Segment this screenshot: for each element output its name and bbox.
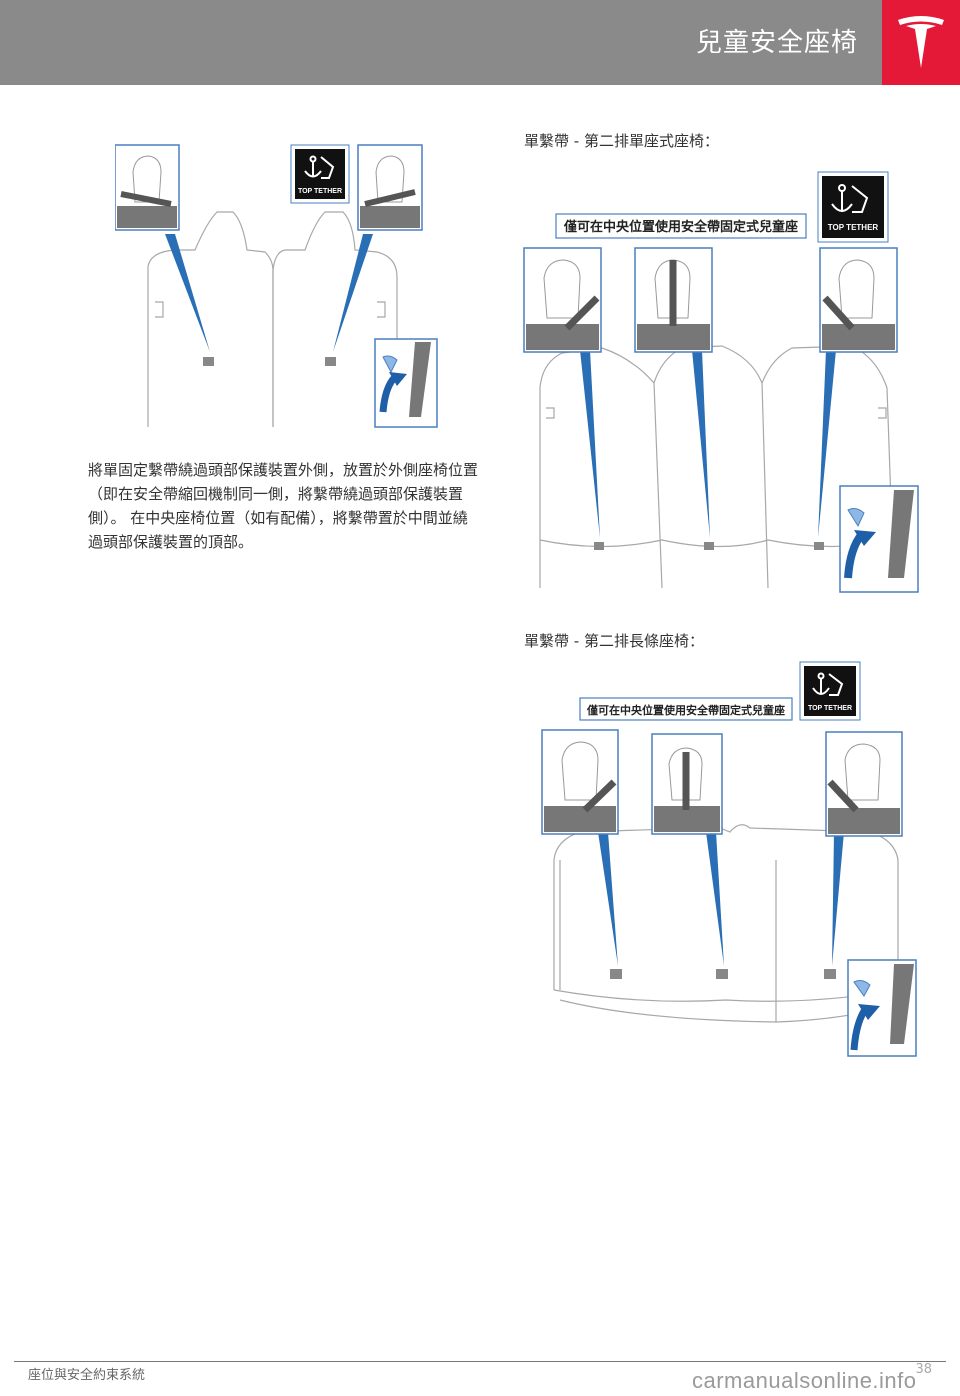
figure-top-tether-outboard: TOP TETHER [115,144,438,428]
tesla-logo-icon [898,16,944,68]
footer-divider [14,1361,946,1362]
figure-3-caption: 單繫帶 - 第二排長條座椅： [524,632,704,650]
anchor-icon [304,155,335,179]
center-only-notice: 僅可在中央位置使用安全帶固定式兒童座 [586,703,785,717]
header-bar: 兒童安全座椅 [0,0,882,85]
figure-second-row-single-seats: 僅可在中央位置使用安全帶固定式兒童座 TOP TETHER [523,171,919,593]
brand-logo-box [882,0,960,85]
figure-second-row-bench-seat: 僅可在中央位置使用安全帶固定式兒童座 TOP TETHER [541,661,917,1057]
top-tether-label: TOP TETHER [808,705,852,712]
top-tether-label: TOP TETHER [828,223,879,232]
page-number: 38 [915,1362,932,1377]
anchor-icon [831,184,869,213]
top-tether-label: TOP TETHER [298,188,342,195]
watermark: carmanualsonline.info [692,1368,917,1393]
figure-2-caption: 單繫帶 - 第二排單座式座椅： [524,132,719,150]
footer-section-title: 座位與安全約束系統 [28,1368,146,1383]
center-only-notice: 僅可在中央位置使用安全帶固定式兒童座 [563,219,798,235]
anchor-icon [812,672,844,696]
instruction-paragraph: 將單固定繫帶繞過頭部保護裝置外側，放置於外側座椅位置（即在安全帶縮回機制同一側，… [88,461,479,551]
page-title: 兒童安全座椅 [695,28,858,58]
